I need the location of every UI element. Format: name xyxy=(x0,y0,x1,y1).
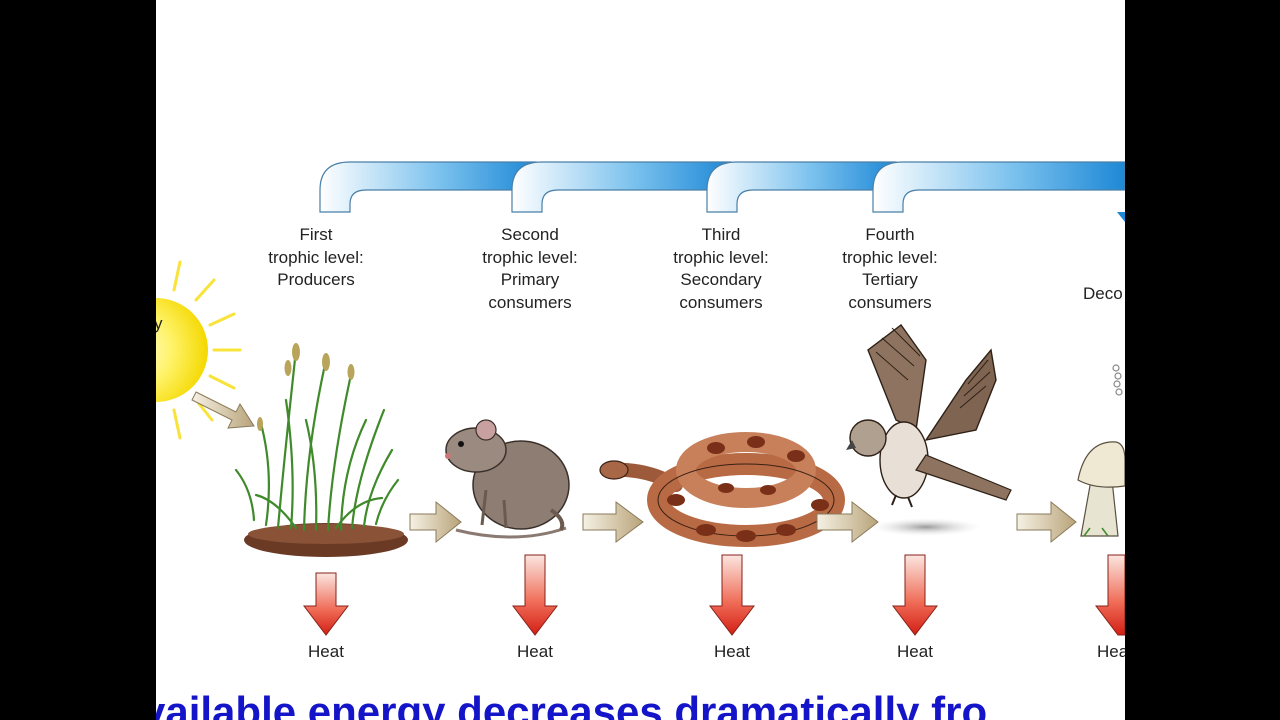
heat-arrow-5 xyxy=(1094,554,1125,636)
hawk-icon xyxy=(846,324,1012,536)
grass-icon xyxy=(234,343,408,557)
heat-label-2: Heat xyxy=(517,642,553,661)
sunlight-arrow xyxy=(191,391,255,429)
label-line: Fourth xyxy=(865,225,915,244)
heat-arrow-1 xyxy=(302,572,350,636)
label-first-trophic-level: First trophic level: Producers xyxy=(251,224,381,292)
label-fourth-trophic-level: Fourth trophic level: Tertiary consumers xyxy=(825,224,955,314)
label-second-trophic-level: Second trophic level: Primary consumers xyxy=(465,224,595,314)
label-line: Producers xyxy=(277,270,355,289)
label-line: y xyxy=(156,314,163,333)
label-line: Secondary xyxy=(680,270,762,289)
label-line: trophic level: xyxy=(482,247,578,267)
label-line: trophic level: xyxy=(673,247,769,267)
heat-label-3: Heat xyxy=(714,642,750,661)
energy-banner-4 xyxy=(872,161,1125,222)
label-third-trophic-level: Third trophic level: Secondary consumers xyxy=(656,224,786,314)
sun-icon xyxy=(156,260,242,440)
label-line: Second xyxy=(501,225,559,244)
energy-banner-3 xyxy=(706,161,897,213)
label-line: trophic level: xyxy=(268,247,364,267)
flow-arrow-2 xyxy=(582,501,644,543)
flow-arrow-3 xyxy=(816,500,879,544)
flow-arrow-1 xyxy=(409,500,462,544)
energy-banner-1 xyxy=(319,161,537,213)
label-line: consumers xyxy=(488,292,572,312)
snake-icon xyxy=(599,432,845,547)
food-chain-diagram: First trophic level: Producers Second tr… xyxy=(156,0,1125,720)
caption-text: vailable energy decreases dramatically f… xyxy=(156,688,988,720)
label-line: consumers xyxy=(679,292,763,312)
mouse-icon xyxy=(445,419,570,539)
label-line: Primary xyxy=(500,270,560,289)
diagram-art xyxy=(156,161,1125,636)
heat-arrow-3 xyxy=(708,554,756,636)
label-line: trophic level: xyxy=(842,247,938,267)
label-line: consumers xyxy=(848,292,932,312)
mushroom-icon xyxy=(1077,364,1125,537)
label-decomposers: Deco xyxy=(1083,283,1123,306)
heat-arrow-4 xyxy=(891,554,939,636)
label-line: Tertiary xyxy=(862,270,918,289)
energy-banner-2 xyxy=(511,161,732,213)
flow-arrow-4 xyxy=(1016,500,1077,544)
heat-label-5: Hea xyxy=(1097,642,1125,661)
heat-label-4: Heat xyxy=(897,642,933,661)
sun-label: y xyxy=(156,313,163,336)
label-line: Deco xyxy=(1083,284,1123,303)
label-line: Third xyxy=(701,225,741,244)
label-line: First xyxy=(299,225,333,244)
heat-label-1: Heat xyxy=(308,642,344,661)
heat-arrow-2 xyxy=(511,554,559,636)
